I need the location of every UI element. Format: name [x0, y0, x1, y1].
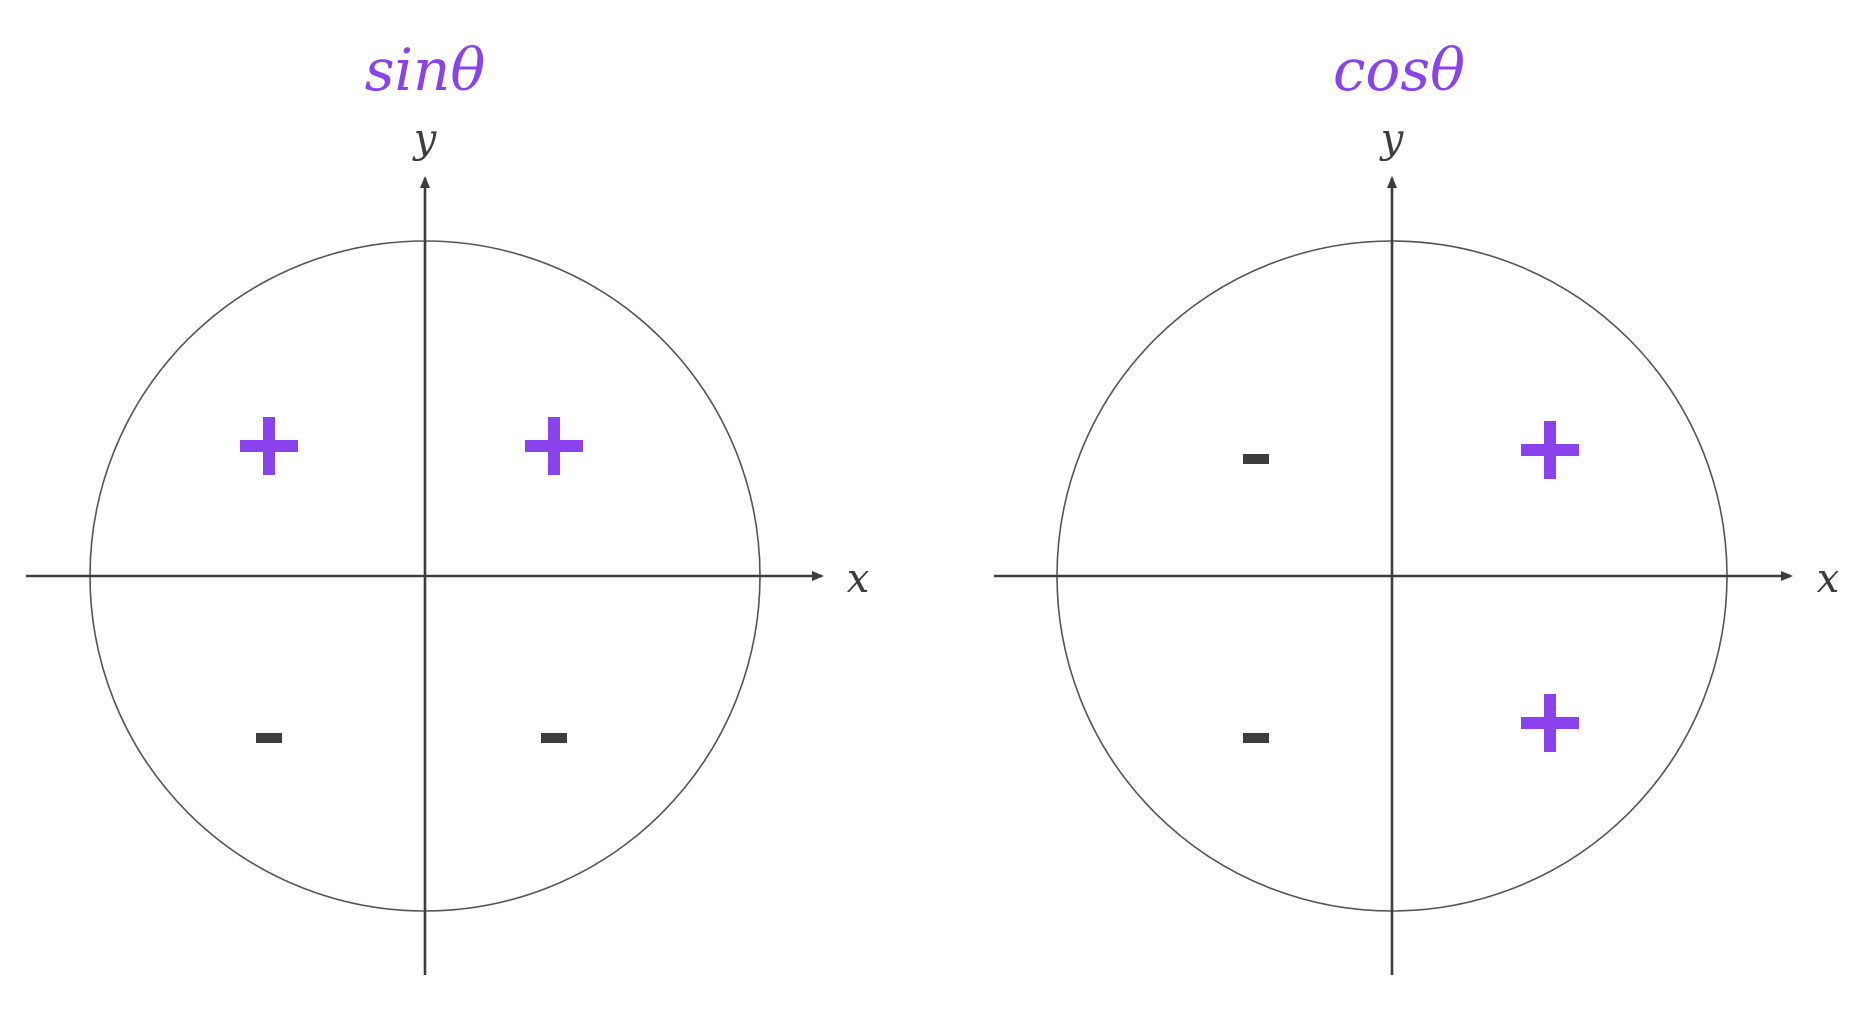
- sin-panel-title: sinθ: [365, 36, 486, 104]
- sin-x-axis-label: x: [847, 556, 870, 602]
- cos-q2-minus-sign: [1243, 454, 1269, 464]
- cos-q4-plus-sign: [1521, 694, 1579, 752]
- sin-q2-plus-sign: [240, 417, 298, 475]
- cos-y-axis-label: y: [1379, 116, 1405, 162]
- sin-q3-minus-sign: [256, 733, 282, 743]
- sin-q1-plus-sign: [525, 417, 583, 475]
- cos-q3-minus-sign: [1243, 733, 1269, 743]
- cos-q1-plus-sign: [1521, 421, 1579, 479]
- sin-y-axis-label: y: [412, 116, 438, 162]
- cos-panel-title: cosθ: [1333, 36, 1465, 104]
- cos-x-axis-label: x: [1817, 556, 1840, 602]
- sin-q4-minus-sign: [541, 733, 567, 743]
- sin-panel: sinθ x y: [26, 36, 869, 975]
- cos-panel: cosθ x y: [994, 36, 1839, 975]
